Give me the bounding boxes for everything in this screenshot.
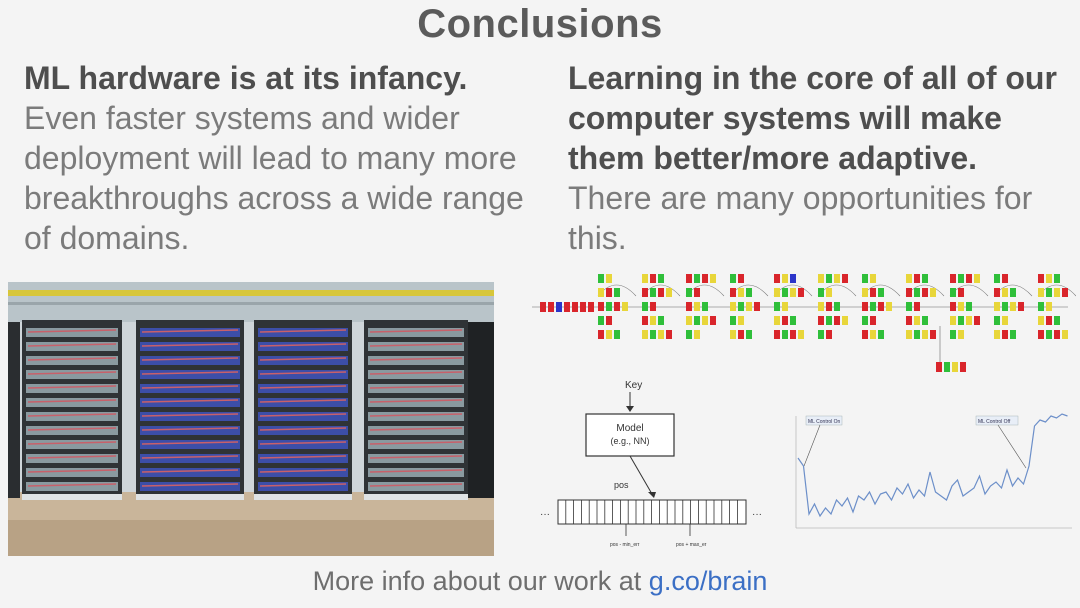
left-column: ML hardware is at its infancy. Even fast… — [24, 58, 524, 258]
svg-text:···: ··· — [540, 509, 550, 520]
ml-off-callout — [975, 415, 1019, 426]
right-body: There are many opportunities for this. — [568, 180, 1033, 256]
model-example-label: (e.g., NN) — [610, 436, 649, 446]
key-label: Key — [625, 380, 642, 391]
right-heading: Learning in the core of all of our compu… — [568, 60, 1057, 176]
ml-control-chart: ML Control On ML Control Off — [795, 413, 1072, 529]
lower-bound-label: pos - min_err — [610, 542, 640, 548]
pos-label: pos — [614, 480, 629, 490]
ml-control-trace — [797, 413, 1068, 518]
ml-on-label: ML Control On — [808, 419, 841, 425]
tpu-pod-photo — [8, 282, 494, 556]
left-heading: ML hardware is at its infancy. — [24, 60, 468, 96]
right-column: Learning in the core of all of our compu… — [568, 58, 1068, 258]
ml-off-label: ML Control Off — [978, 419, 1011, 425]
slide-title: Conclusions — [417, 2, 663, 46]
ml-on-callout — [805, 415, 843, 426]
svg-text:···: ··· — [752, 509, 762, 520]
brain-link[interactable]: g.co/brain — [648, 566, 768, 596]
model-label: Model — [616, 423, 643, 434]
left-body: Even faster systems and wider deployment… — [24, 100, 524, 256]
footer-text: More info about our work at — [312, 566, 649, 596]
upper-bound-label: pos + max_er — [676, 542, 707, 548]
computation-graph — [532, 274, 1076, 372]
footer: More info about our work at g.co/brain — [0, 566, 1080, 597]
model-box — [585, 413, 675, 457]
learned-index-diagram: Key Model (e.g., NN) pos ··· ··· pos - m… — [540, 380, 762, 548]
